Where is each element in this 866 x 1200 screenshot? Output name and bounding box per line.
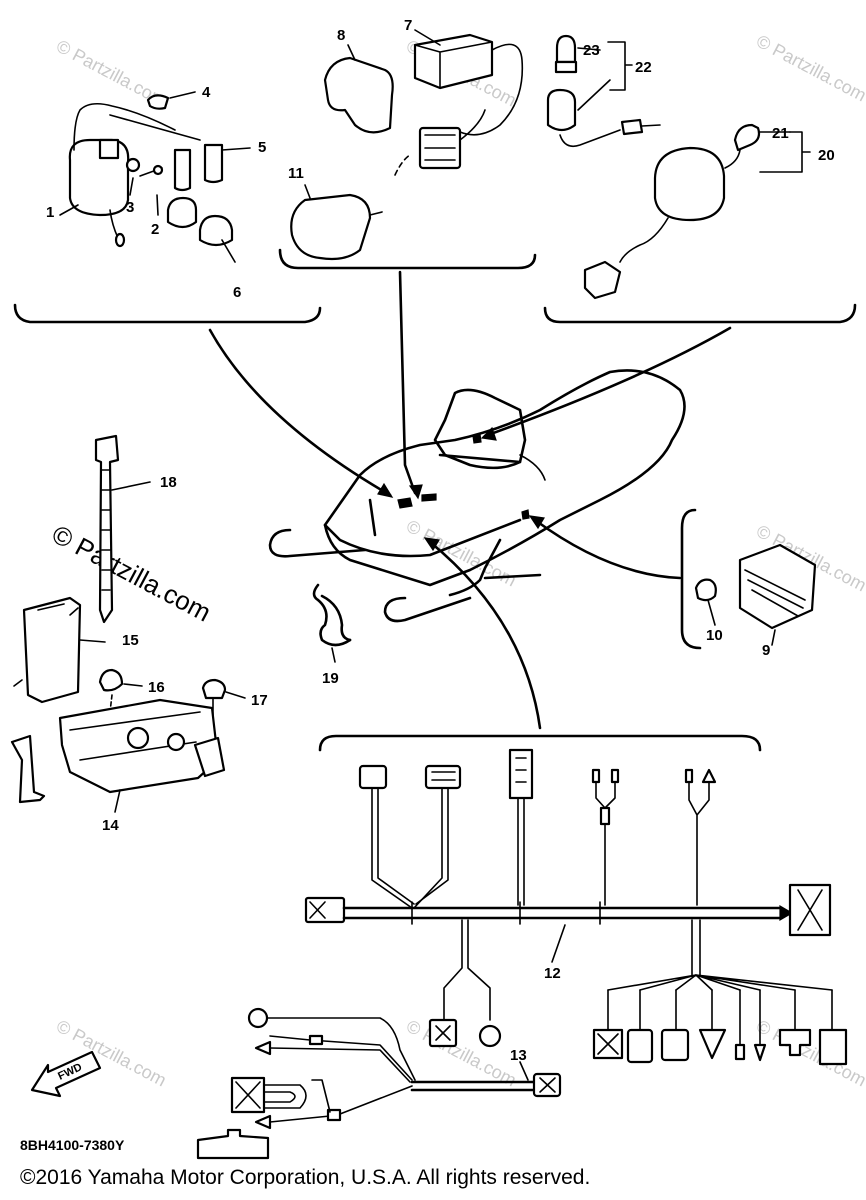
callout-21: 21 <box>772 125 789 142</box>
callout-23: 23 <box>583 42 600 59</box>
copyright-notice: ©2016 Yamaha Motor Corporation, U.S.A. A… <box>20 1166 590 1189</box>
callout-2: 2 <box>151 221 159 238</box>
rectifier-regulator <box>694 543 817 646</box>
sub-harness <box>196 1007 562 1160</box>
callout-3: 3 <box>126 199 134 216</box>
callout-11: 11 <box>288 165 304 182</box>
cdi-unit-group <box>290 29 524 261</box>
callout-5: 5 <box>258 139 266 156</box>
bracket-assembly <box>10 596 246 813</box>
watermark: © Partzilla.com <box>753 1016 866 1091</box>
callout-labels: 1 2 3 4 5 6 7 8 9 10 11 12 13 14 15 16 1… <box>46 17 835 1064</box>
leader-lines <box>208 270 732 730</box>
callout-9: 9 <box>762 642 770 659</box>
forward-arrow: FWD <box>30 1050 102 1098</box>
snowmobile-outline <box>268 369 686 623</box>
callout-13: 13 <box>510 1047 527 1064</box>
callout-22: 22 <box>635 59 652 76</box>
callout-10: 10 <box>706 627 723 644</box>
wire-harness <box>304 748 848 1066</box>
callout-4: 4 <box>202 84 211 101</box>
callout-17: 17 <box>251 692 268 709</box>
ignition-coil-group <box>59 91 251 263</box>
group-brackets <box>13 248 857 752</box>
callout-15: 15 <box>122 632 139 649</box>
callout-7: 7 <box>404 17 412 34</box>
callout-16: 16 <box>148 679 165 696</box>
callout-12: 12 <box>544 965 561 982</box>
callout-19: 19 <box>322 670 339 687</box>
watermark: © Partzilla.com <box>753 31 866 106</box>
clamp <box>312 583 352 663</box>
callout-8: 8 <box>337 27 345 44</box>
callout-6: 6 <box>233 284 241 301</box>
callout-20: 20 <box>818 147 835 164</box>
main-switch-group <box>546 34 811 300</box>
callout-1: 1 <box>46 204 54 221</box>
callout-14: 14 <box>102 817 119 834</box>
watermark: © Partzilla.com <box>403 1016 519 1091</box>
callout-18: 18 <box>160 474 177 491</box>
diagram-code: 8BH4100-7380Y <box>20 1137 125 1153</box>
cable-band <box>94 434 151 624</box>
